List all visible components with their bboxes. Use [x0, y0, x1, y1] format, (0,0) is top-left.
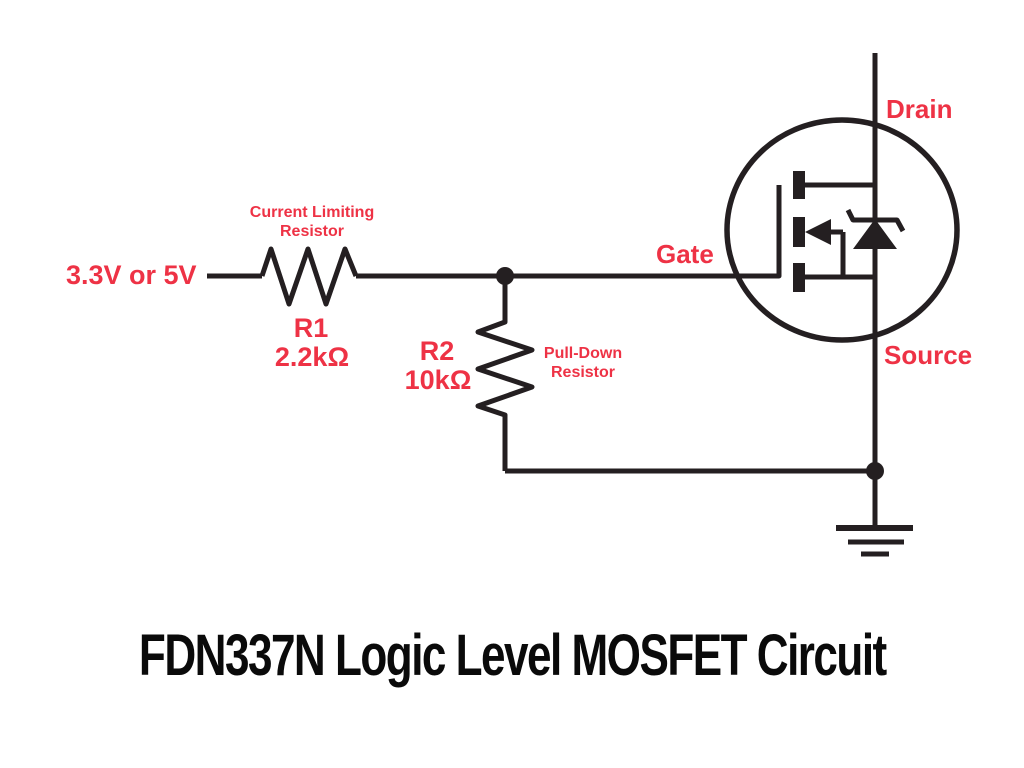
- r1-role-line1: Current Limiting: [249, 204, 375, 221]
- body-diode-cathode-bar: [845, 208, 906, 233]
- resistor-r2-symbol: [475, 276, 535, 471]
- r1-role-line2: Resistor: [279, 222, 345, 240]
- r2-name-label: R2: [419, 336, 455, 366]
- mosfet-symbol: [724, 117, 960, 343]
- ground-symbol: [836, 525, 913, 557]
- mosfet-body-arrow-head: [805, 219, 831, 245]
- r2-value-label: 10kΩ: [404, 365, 472, 395]
- supply-voltage-label: 3.3V or 5V: [66, 260, 197, 290]
- r2-role-line1: Pull-Down: [543, 345, 623, 362]
- title-row: FDN337N Logic Level MOSFET Circuit: [0, 622, 1024, 689]
- body-diode-triangle: [853, 219, 897, 249]
- page-title: FDN337N Logic Level MOSFET Circuit: [138, 623, 887, 688]
- mosfet-channel-bar-source: [793, 263, 805, 292]
- r1-role-label: Current Limiting Resistor: [250, 204, 436, 242]
- source-terminal-label: Source: [884, 340, 973, 370]
- drain-terminal-label: Drain: [886, 94, 953, 124]
- r1-name-label: R1: [293, 313, 329, 343]
- mosfet-channel-bar-body: [793, 217, 805, 247]
- mosfet-channel-bar-drain: [793, 171, 805, 199]
- r2-role-label: Pull-Down Resistor: [544, 345, 661, 383]
- r1-value-label: 2.2kΩ: [274, 342, 350, 372]
- gate-terminal-label: Gate: [656, 239, 714, 269]
- resistor-r1-symbol: [259, 246, 359, 307]
- r2-role-line2: Resistor: [550, 363, 616, 381]
- mosfet-body-circle: [724, 117, 960, 343]
